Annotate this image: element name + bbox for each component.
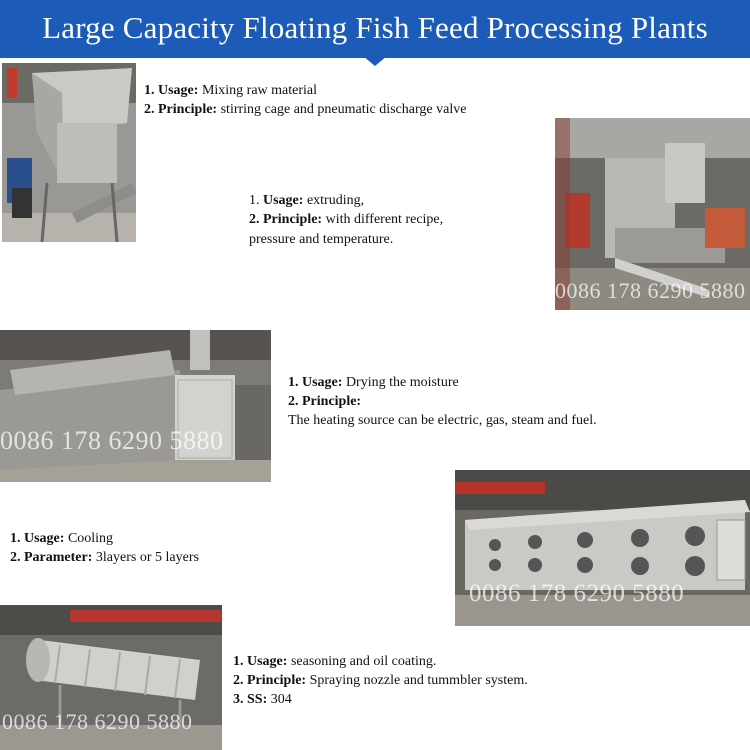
dryer-watermark: 0086 178 6290 5880 xyxy=(0,426,224,455)
dryer-principle: 2. Principle: xyxy=(288,394,362,409)
banner-pointer xyxy=(363,56,387,66)
mixer-usage: 1. Usage: Mixing raw material xyxy=(144,83,318,98)
page-title: Large Capacity Floating Fish Feed Proces… xyxy=(42,10,708,45)
seasoning-principle: 2. Principle: Spraying nozzle and tummbl… xyxy=(233,673,528,688)
extruder-principle-cont: pressure and temperature. xyxy=(249,232,394,247)
extruder-principle: 2. Principle: with different recipe, xyxy=(249,212,444,227)
seasoning-ss: 3. SS: 304 xyxy=(233,692,292,707)
extruder-photo: 0086 178 6290 5880 xyxy=(555,118,750,310)
mixer-principle: 2. Principle: stirring cage and pneumati… xyxy=(144,102,467,117)
dryer-principle-detail: The heating source can be electric, gas,… xyxy=(288,413,597,428)
seasoning-usage: 1. Usage: seasoning and oil coating. xyxy=(233,654,437,669)
seasoning-watermark: 0086 178 6290 5880 xyxy=(2,709,193,734)
extruder-watermark: 0086 178 6290 5880 xyxy=(555,278,746,303)
cooler-usage: 1. Usage: Cooling xyxy=(10,531,114,546)
seasoning-photo: 0086 178 6290 5880 xyxy=(0,605,222,750)
cooler-photo: 0086 178 6290 5880 xyxy=(455,470,750,626)
dryer-usage: 1. Usage: Drying the moisture xyxy=(288,375,459,390)
dryer-photo: 0086 178 6290 5880 xyxy=(0,330,271,482)
title-banner: Large Capacity Floating Fish Feed Proces… xyxy=(0,0,750,58)
cooler-watermark: 0086 178 6290 5880 xyxy=(469,580,685,607)
mixer-photo xyxy=(2,63,136,242)
extruder-usage: 1. Usage: extruding, xyxy=(249,193,365,208)
cooler-parameter: 2. Parameter: 3layers or 5 layers xyxy=(10,550,199,565)
